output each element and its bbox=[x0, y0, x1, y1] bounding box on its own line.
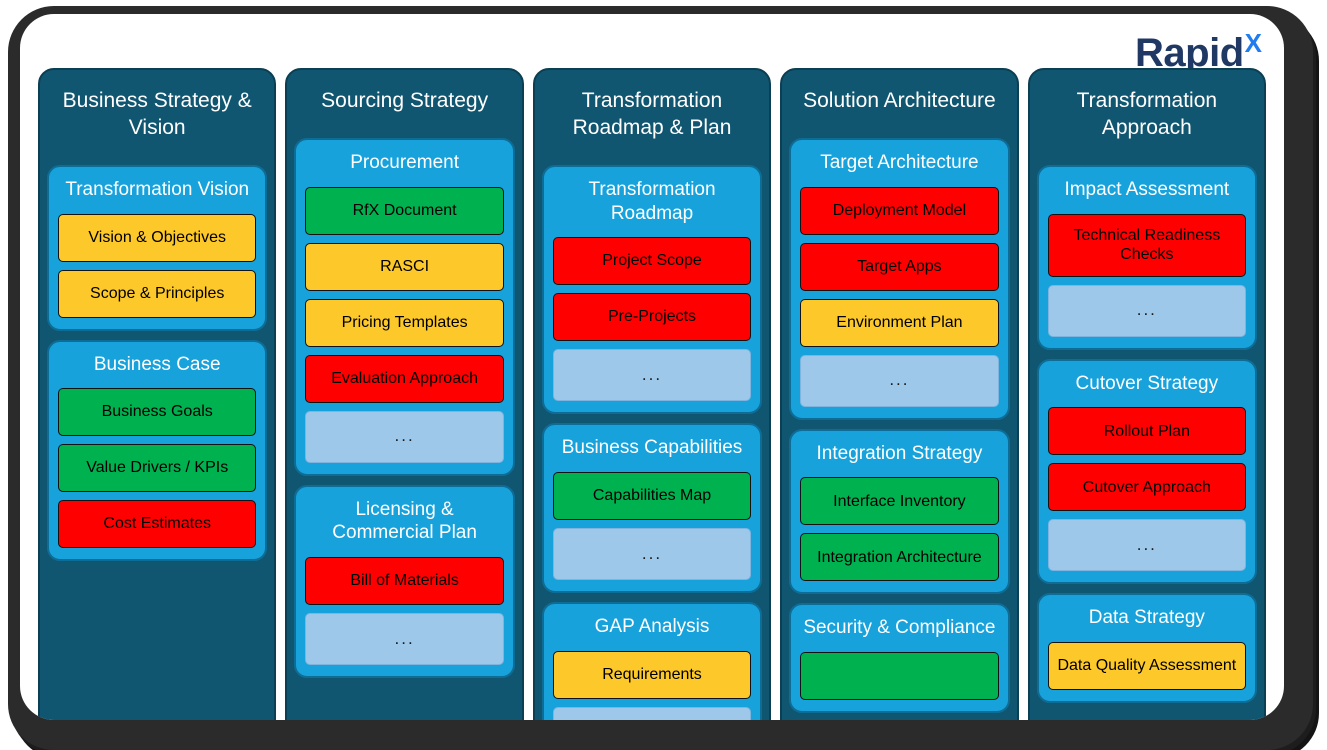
group-title: Licensing & Commercial Plan bbox=[332, 498, 477, 544]
deliverable-item[interactable]: Vision & Objectives bbox=[58, 213, 257, 262]
deliverable-item[interactable]: Rollout Plan bbox=[1047, 407, 1247, 456]
group-title: Impact Assessment bbox=[1064, 178, 1230, 200]
group-card[interactable]: Security & Compliance bbox=[789, 603, 1010, 714]
deliverable-item[interactable]: Pricing Templates bbox=[305, 298, 504, 347]
group-title: Integration Strategy bbox=[816, 442, 983, 464]
deliverable-item[interactable]: Capabilities Map bbox=[552, 472, 752, 520]
deliverable-item[interactable]: Bill of Materials bbox=[305, 557, 504, 606]
group-title: Procurement bbox=[350, 151, 459, 173]
more-items-placeholder[interactable]: ... bbox=[552, 706, 752, 720]
rapidx-logo: RapidX bbox=[1135, 30, 1262, 73]
column-title: Transformation Approach bbox=[1076, 89, 1218, 139]
deliverable-item[interactable]: Technical Readiness Checks bbox=[1047, 213, 1247, 277]
more-items-placeholder[interactable]: ... bbox=[552, 528, 752, 580]
more-items-placeholder[interactable]: ... bbox=[1047, 519, 1247, 572]
logo-accent-x: X bbox=[1244, 28, 1262, 58]
deliverable-item[interactable]: Deployment Model bbox=[800, 186, 999, 235]
deliverable-item[interactable]: Cost Estimates bbox=[58, 500, 257, 549]
group-title: Cutover Strategy bbox=[1075, 372, 1219, 394]
deliverable-item[interactable]: Business Goals bbox=[58, 388, 257, 437]
more-items-placeholder[interactable]: ... bbox=[1047, 284, 1247, 337]
deliverable-item[interactable]: Target Apps bbox=[800, 242, 999, 291]
deliverable-item[interactable]: Cutover Approach bbox=[1047, 463, 1247, 512]
group-title: Target Architecture bbox=[820, 151, 979, 173]
more-items-placeholder[interactable]: ... bbox=[305, 410, 504, 463]
more-items-placeholder[interactable]: ... bbox=[800, 354, 999, 407]
group-title: GAP Analysis bbox=[594, 616, 710, 637]
group-title: Security & Compliance bbox=[803, 617, 996, 639]
group-title: Business Capabilities bbox=[561, 437, 743, 459]
deliverable-item[interactable]: Pre-Projects bbox=[552, 293, 752, 342]
logo-text: Rapid bbox=[1135, 31, 1244, 75]
deliverable-item[interactable]: Environment Plan bbox=[800, 298, 999, 347]
deliverable-item[interactable]: Data Quality Assessment bbox=[1047, 642, 1247, 691]
group-title: Business Case bbox=[93, 353, 221, 375]
deliverable-item[interactable]: RASCI bbox=[305, 242, 504, 291]
deliverable-item[interactable]: Requirements bbox=[552, 650, 752, 699]
deliverable-item[interactable]: Evaluation Approach bbox=[305, 354, 504, 403]
group-title: Transformation Roadmap bbox=[588, 178, 716, 224]
more-items-placeholder[interactable]: ... bbox=[552, 349, 752, 402]
deliverable-item[interactable]: Interface Inventory bbox=[800, 477, 999, 526]
group-title: Transformation Vision bbox=[65, 178, 250, 200]
column-title: Transformation Roadmap & Plan bbox=[572, 89, 732, 139]
column-title: Sourcing Strategy bbox=[321, 89, 489, 112]
deliverable-item[interactable]: Scope & Principles bbox=[58, 269, 257, 318]
column-title: Business Strategy & Vision bbox=[62, 89, 252, 139]
column-title: Solution Architecture bbox=[803, 89, 996, 112]
deliverable-item[interactable]: RfX Document bbox=[305, 186, 504, 235]
deliverable-item[interactable]: Integration Architecture bbox=[800, 533, 999, 582]
deliverable-item[interactable] bbox=[800, 652, 999, 701]
deliverable-item[interactable]: Value Drivers / KPIs bbox=[58, 444, 257, 493]
deliverable-item[interactable]: Project Scope bbox=[552, 237, 752, 286]
group-title: Data Strategy bbox=[1088, 607, 1205, 629]
more-items-placeholder[interactable]: ... bbox=[305, 613, 504, 666]
